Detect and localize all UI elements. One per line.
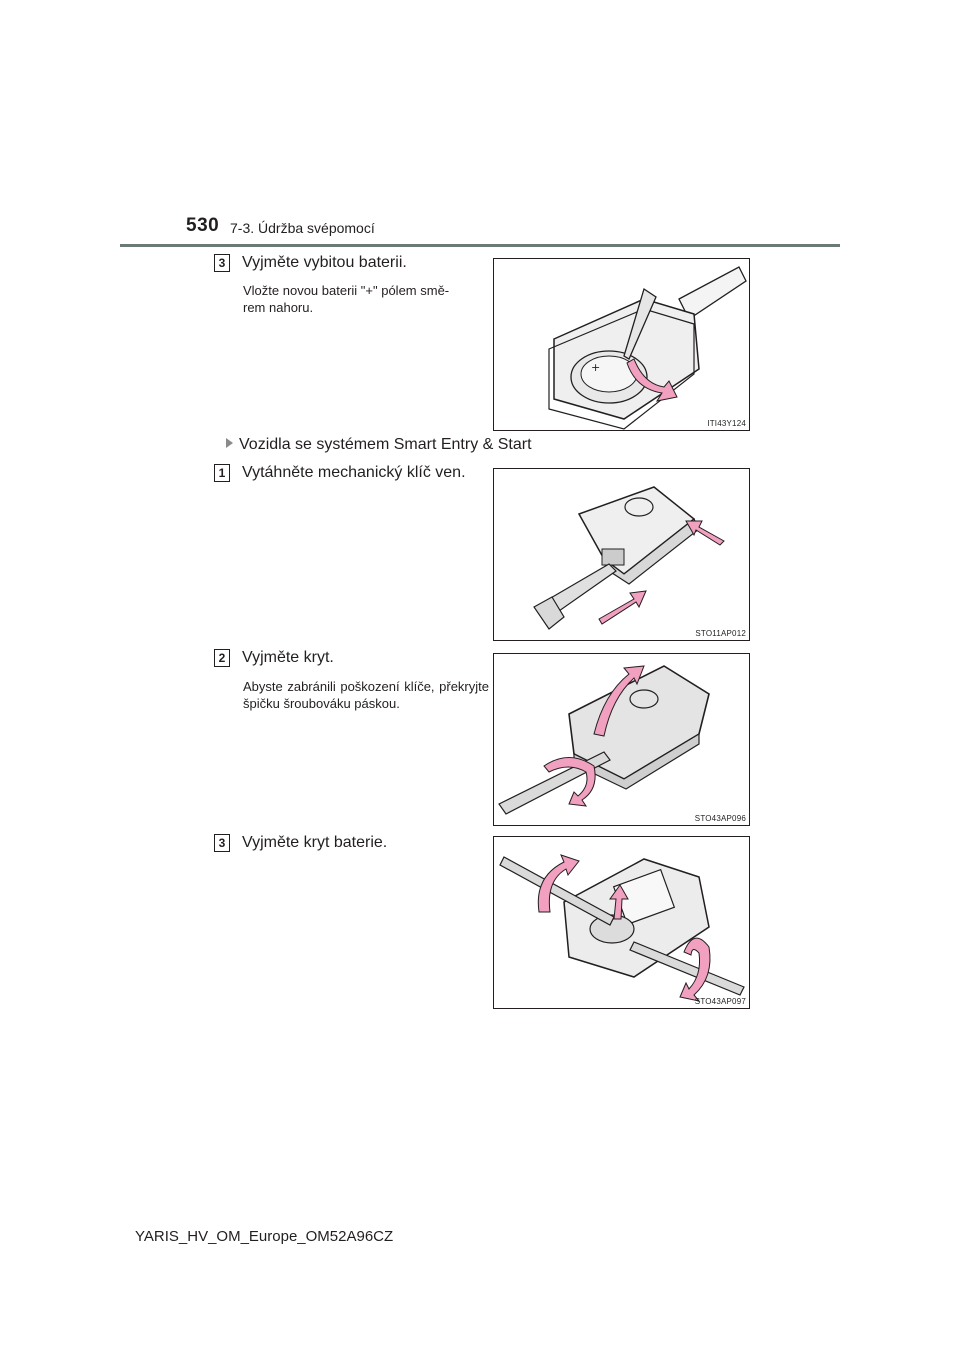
step-number: 3: [214, 834, 230, 852]
step-number: 1: [214, 464, 230, 482]
battery-key-illustration: +: [548, 266, 747, 430]
subheading-text: Vozidla se systémem Smart Entry & Start: [239, 436, 532, 453]
figure-pull-mechanical-key: STO11AP012: [493, 468, 750, 641]
figure-remove-cover: STO43AP096: [493, 653, 750, 826]
step-note: Vložte novou baterii "+" pólem smě-rem n…: [243, 283, 450, 315]
figure-remove-battery: + ITI43Y124: [493, 258, 750, 431]
step-title: Vyjměte kryt.: [242, 649, 334, 666]
figure-remove-battery-cover: STO43AP097: [493, 836, 750, 1009]
cover-removal-illustration: [498, 665, 710, 815]
vehicle-variant-heading: Vozidla se systémem Smart Entry & Start: [226, 436, 532, 454]
svg-text:+: +: [591, 361, 600, 374]
step-title: Vytáhněte mechanický klíč ven.: [242, 464, 466, 481]
figure-code: STO43AP096: [694, 814, 746, 823]
figure-code: STO11AP012: [695, 629, 746, 638]
step-title: Vyjměte kryt baterie.: [242, 834, 388, 851]
figure-code: STO43AP097: [694, 997, 746, 1006]
document-code-footer: YARIS_HV_OM_Europe_OM52A96CZ: [135, 1228, 394, 1245]
smart-key-illustration: [533, 486, 725, 630]
step-number: 2: [214, 649, 230, 667]
battery-cover-illustration: [499, 854, 745, 1002]
step-number: 3: [214, 254, 230, 272]
header-divider: [120, 244, 840, 247]
figure-code: ITI43Y124: [707, 419, 746, 428]
page-number: 530: [186, 215, 220, 236]
triangle-bullet-icon: [226, 438, 233, 448]
step-note: Abyste zabránili poškození klíče, překry…: [243, 679, 489, 711]
step-title: Vyjměte vybitou baterii.: [242, 254, 407, 271]
section-title: 7-3. Údržba svépomocí: [230, 220, 375, 236]
